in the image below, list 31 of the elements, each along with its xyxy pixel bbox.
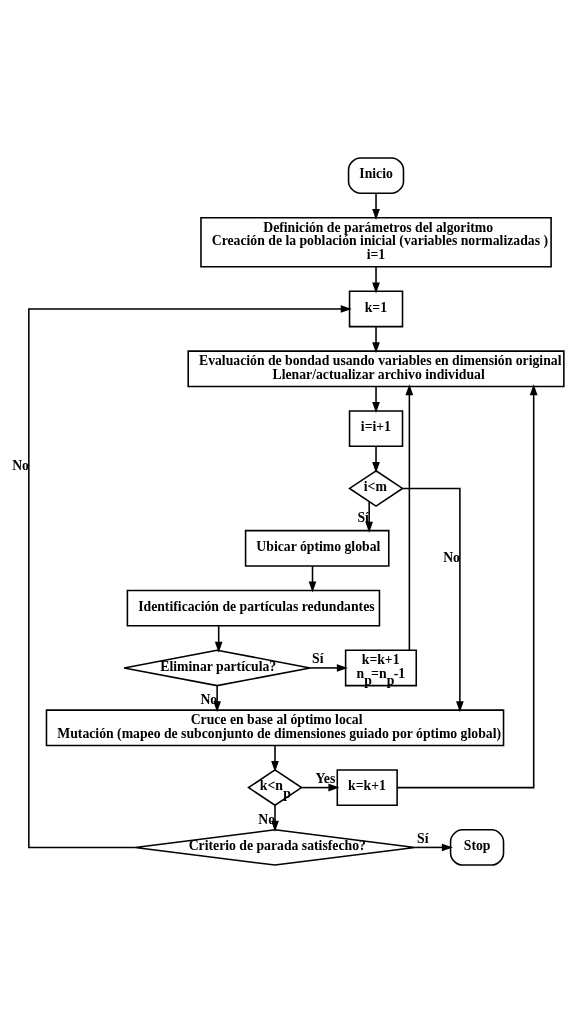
arrow (365, 500, 373, 533)
arrow (405, 383, 414, 651)
arrow (372, 385, 380, 413)
arrow (372, 265, 380, 294)
node-box: Identificación de partículas redundantes (126, 589, 381, 627)
node-diamond: Eliminar partícula? (123, 649, 311, 686)
node-box: Ubicar óptimo global (244, 529, 390, 567)
arrow (401, 487, 464, 712)
arrow (300, 783, 340, 791)
node-box: k=k+1 (336, 768, 398, 806)
node-box: i=i+1 (348, 409, 404, 447)
arrow (213, 684, 221, 712)
arrow (372, 192, 380, 220)
node-diamond: i<m (348, 469, 404, 507)
node-box: k=1 (348, 290, 404, 327)
arrow (28, 304, 352, 848)
node-box: Inicio (347, 156, 405, 194)
node-box: Evaluación de bondad usando variables en dimensión original Llenar/actualizar archivo individual (187, 349, 565, 387)
node-diamond: Criterio de parada satisfecho? (134, 828, 416, 866)
edge-label: Sí (312, 650, 324, 666)
edge-label: Sí (417, 830, 429, 846)
node-box: Cruce en base al óptimo local Mutación (mapeo de subconjunto de dimensiones guiado por óptimo global) (45, 708, 505, 746)
arrow (271, 744, 279, 772)
arrow (396, 383, 538, 788)
node-box: Stop (449, 828, 505, 866)
arrow (372, 445, 380, 473)
arrow (309, 663, 348, 672)
arrow (414, 843, 453, 851)
node-box: Definición de parámetros del algoritmo Creación de la población inicial (variables normalizadas ) i=1 (200, 216, 552, 268)
edge-label: Yes (315, 770, 336, 786)
arrow (372, 325, 380, 353)
